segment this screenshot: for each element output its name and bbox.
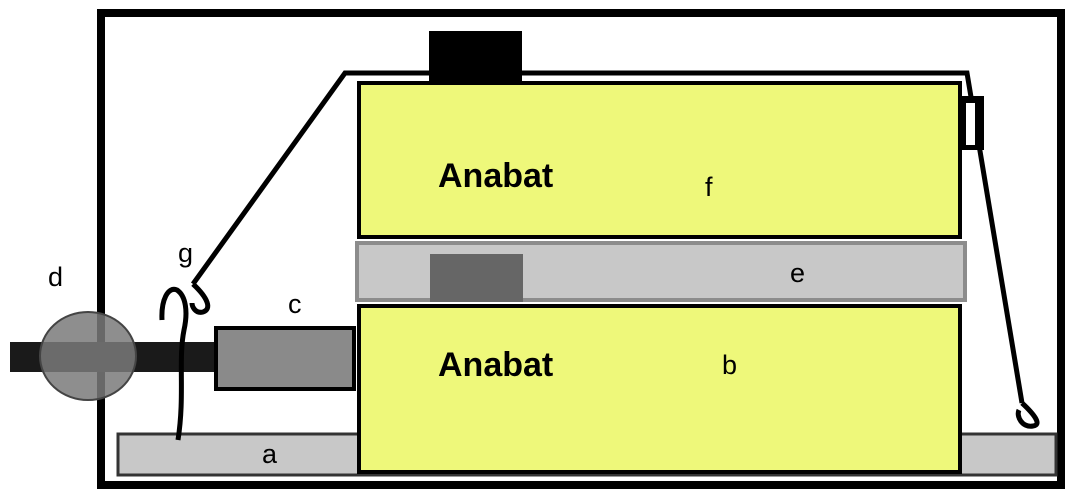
bottom-unit-brand: Anabat: [438, 346, 553, 384]
top-unit-brand: Anabat: [438, 157, 553, 195]
label-b: b: [722, 350, 737, 380]
anabat-unit-f: [357, 81, 962, 239]
label-d: d: [48, 262, 63, 292]
anabat-unit-b: [357, 304, 962, 474]
label-g: g: [178, 238, 193, 268]
connector-c: [214, 326, 356, 391]
left-hook-upper: [189, 282, 211, 315]
left-hook-lower: [159, 286, 189, 441]
strap-left: [190, 70, 430, 286]
dark-block: [430, 254, 523, 302]
top-block: [429, 31, 522, 81]
label-c: c: [288, 289, 302, 319]
right-hook: [1015, 401, 1040, 429]
label-f: f: [705, 172, 713, 202]
grommet-d: [39, 311, 137, 401]
label-a: a: [262, 439, 278, 469]
strap-right: [522, 70, 1025, 404]
right-clip-inner: [966, 103, 975, 145]
label-e: e: [790, 258, 805, 288]
